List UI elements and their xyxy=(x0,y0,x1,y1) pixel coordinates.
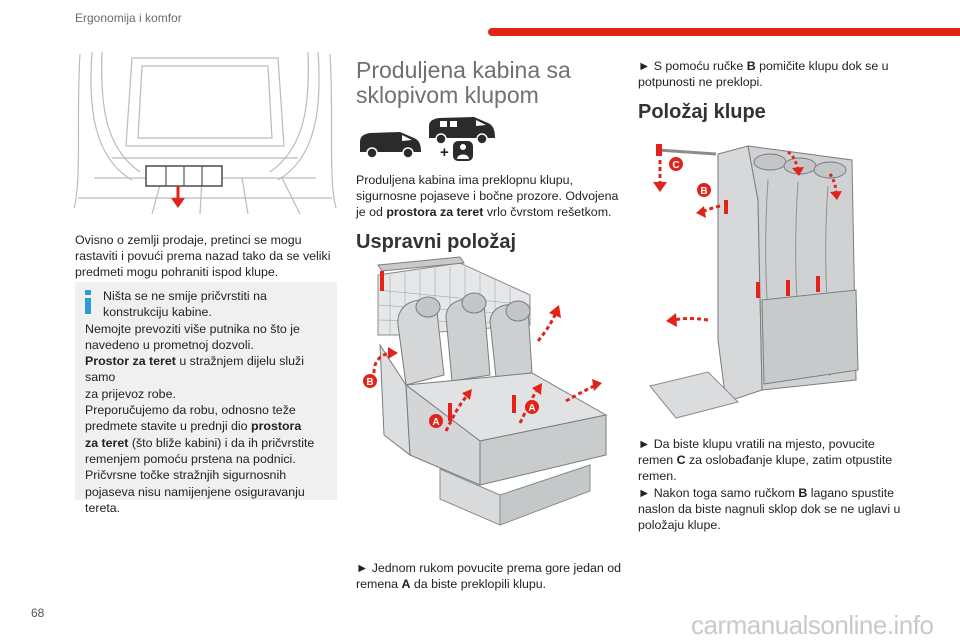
upright-step-line-2-rest: da biste preklopili klupu. xyxy=(410,577,547,592)
header-title: Ergonomija i komfor xyxy=(75,11,182,25)
watermark: carmanualsonline.info xyxy=(691,610,934,640)
ext-line-1: Produljena kabina ima preklopnu klupu, xyxy=(356,173,573,187)
label-b-upright: B xyxy=(366,377,373,388)
restore-line-2-rest: za oslobađanje klupe, zatim otpustite xyxy=(685,453,893,468)
upright-step-line-2: remena A da biste preklopili klupu. xyxy=(356,576,626,592)
cargo-compartment-illustration xyxy=(73,51,337,215)
note-bold-za-teret: za teret xyxy=(85,435,129,450)
heading-line-1: Produljena kabina sa xyxy=(356,57,571,83)
restore-bold-c: C xyxy=(676,453,686,468)
plus-icon: + xyxy=(440,144,449,161)
restore-line-1: ► Da biste klupu vratili na mjesto, povu… xyxy=(638,437,875,451)
note-line-8-pre: predmete stavite u prednji dio xyxy=(85,419,251,434)
restore-line-2: remen C za oslobađanje klupe, zatim otpu… xyxy=(638,452,908,468)
restore-line-4-pre: ► Nakon toga samo ručkom xyxy=(638,485,799,500)
subheading-bench-position: Položaj klupe xyxy=(638,100,766,124)
info-icon xyxy=(85,290,91,314)
note-line-13: tereta. xyxy=(85,500,121,515)
storage-line-2: rastaviti i povući prema nazad tako da s… xyxy=(75,249,331,264)
note-line-5-rest: u stražnjem dijelu služi samo xyxy=(85,354,304,385)
header-accent-bar xyxy=(488,28,960,36)
storage-paragraph: Ovisno o zemlji prodaje, pretinci se mog… xyxy=(75,232,340,281)
restore-line-5: naslon da biste nagnuli sklop dok se ne … xyxy=(638,501,901,516)
section-heading-extended-cab: Produljena kabina sa sklopivom klupom xyxy=(356,58,596,108)
extended-cab-paragraph: Produljena kabina ima preklopnu klupu, s… xyxy=(356,172,621,221)
folded-bench-illustration: C B xyxy=(649,144,859,419)
label-a-left: A xyxy=(432,417,439,428)
note-line-5: Prostor za teret u stražnjem dijelu služ… xyxy=(85,353,331,386)
passenger-seat-icon xyxy=(453,141,473,161)
upright-step-paragraph: ► Jednom rukom povucite prema gore jedan… xyxy=(356,560,626,592)
note-line-6: za prijevoz robe. xyxy=(85,386,176,401)
note-line-9-rest: (što bliže kabini) i da ih pričvrstite xyxy=(128,435,315,450)
ext-bold-cargo: prostora za teret xyxy=(386,205,484,220)
fold-step-line-2: potpunosti ne preklopi. xyxy=(638,75,763,90)
upright-bench-illustration: B A A xyxy=(363,256,608,526)
fold-step-line-1: ► S pomoću ručke B pomičite klupu dok se… xyxy=(638,58,908,74)
subheading-upright-text: Uspravni položaj xyxy=(356,231,517,253)
note-line-12: pojaseva nisu namijenjene osiguravanju xyxy=(85,484,305,499)
storage-line-1: Ovisno o zemlji prodaje, pretinci se mog… xyxy=(75,233,302,247)
label-a-right: A xyxy=(528,403,535,414)
note-line-7: Preporučujemo da robu, odnosno teže xyxy=(85,403,296,418)
note-line-2: konstrukciju kabine. xyxy=(103,305,212,320)
restore-line-3: remen. xyxy=(638,469,677,484)
subheading-bench-text: Položaj klupe xyxy=(638,101,766,123)
restore-bold-b: B xyxy=(798,485,808,500)
ext-line-2: sigurnosne pojaseve i bočne prozore. Odv… xyxy=(356,189,619,204)
subheading-upright-position: Uspravni položaj xyxy=(356,230,516,254)
label-c: C xyxy=(672,160,679,171)
fold-step-bold-b: B xyxy=(746,59,756,73)
ext-line-3-rest: vrlo čvrstom rešetkom. xyxy=(483,205,612,220)
info-note-box: Ništa se ne smije pričvrstiti na konstru… xyxy=(75,282,337,515)
note-line-8: predmete stavite u prednji dio prostora xyxy=(85,418,331,434)
fold-step-paragraph: ► S pomoću ručke B pomičite klupu dok se… xyxy=(638,58,908,90)
fold-step-line-1-rest: pomičite klupu dok se u xyxy=(755,59,889,73)
label-b-folded: B xyxy=(700,186,707,197)
note-line-11: Pričvrsne točke stražnjih sigurnosnih xyxy=(85,468,287,483)
restore-line-4: ► Nakon toga samo ručkom B lagano spusti… xyxy=(638,485,908,501)
ext-line-3-pre: je od xyxy=(356,205,387,220)
upright-step-bold-a: A xyxy=(401,577,411,592)
note-line-10: remenjem pomoću prstena na podnici. xyxy=(85,451,296,466)
storage-line-3: predmeti mogu pohraniti ispod klupe. xyxy=(75,265,279,280)
note-line-3: Nemojte prevoziti više putnika no što je xyxy=(85,321,300,336)
ext-line-3: je od prostora za teret vrlo čvrstom reš… xyxy=(356,204,621,220)
page-number: 68 xyxy=(31,606,45,620)
note-bold-prostora: prostora xyxy=(251,419,302,434)
note-line-4: navedeno u prometnoj dozvoli. xyxy=(85,337,254,352)
upright-step-line-1: ► Jednom rukom povucite prema gore jedan… xyxy=(356,561,622,575)
restore-line-6: položaju klupe. xyxy=(638,518,721,533)
heading-line-2: sklopivom klupom xyxy=(356,82,539,108)
upright-step-line-2-pre: remena xyxy=(356,577,402,592)
restore-line-4-rest: lagano spustite xyxy=(807,485,895,500)
note-line-9: za teret (što bliže kabini) i da ih prič… xyxy=(85,435,331,451)
restore-line-2-pre: remen xyxy=(638,453,677,468)
extended-cab-van-icon xyxy=(429,117,495,145)
van-icon xyxy=(360,132,421,159)
note-line-1: Ništa se ne smije pričvrstiti na xyxy=(103,289,267,303)
fold-step-line-1-pre: ► S pomoću ručke xyxy=(638,59,747,73)
note-bold-cargo: Prostor za teret xyxy=(85,354,176,369)
restore-steps-paragraph: ► Da biste klupu vratili na mjesto, povu… xyxy=(638,436,908,533)
